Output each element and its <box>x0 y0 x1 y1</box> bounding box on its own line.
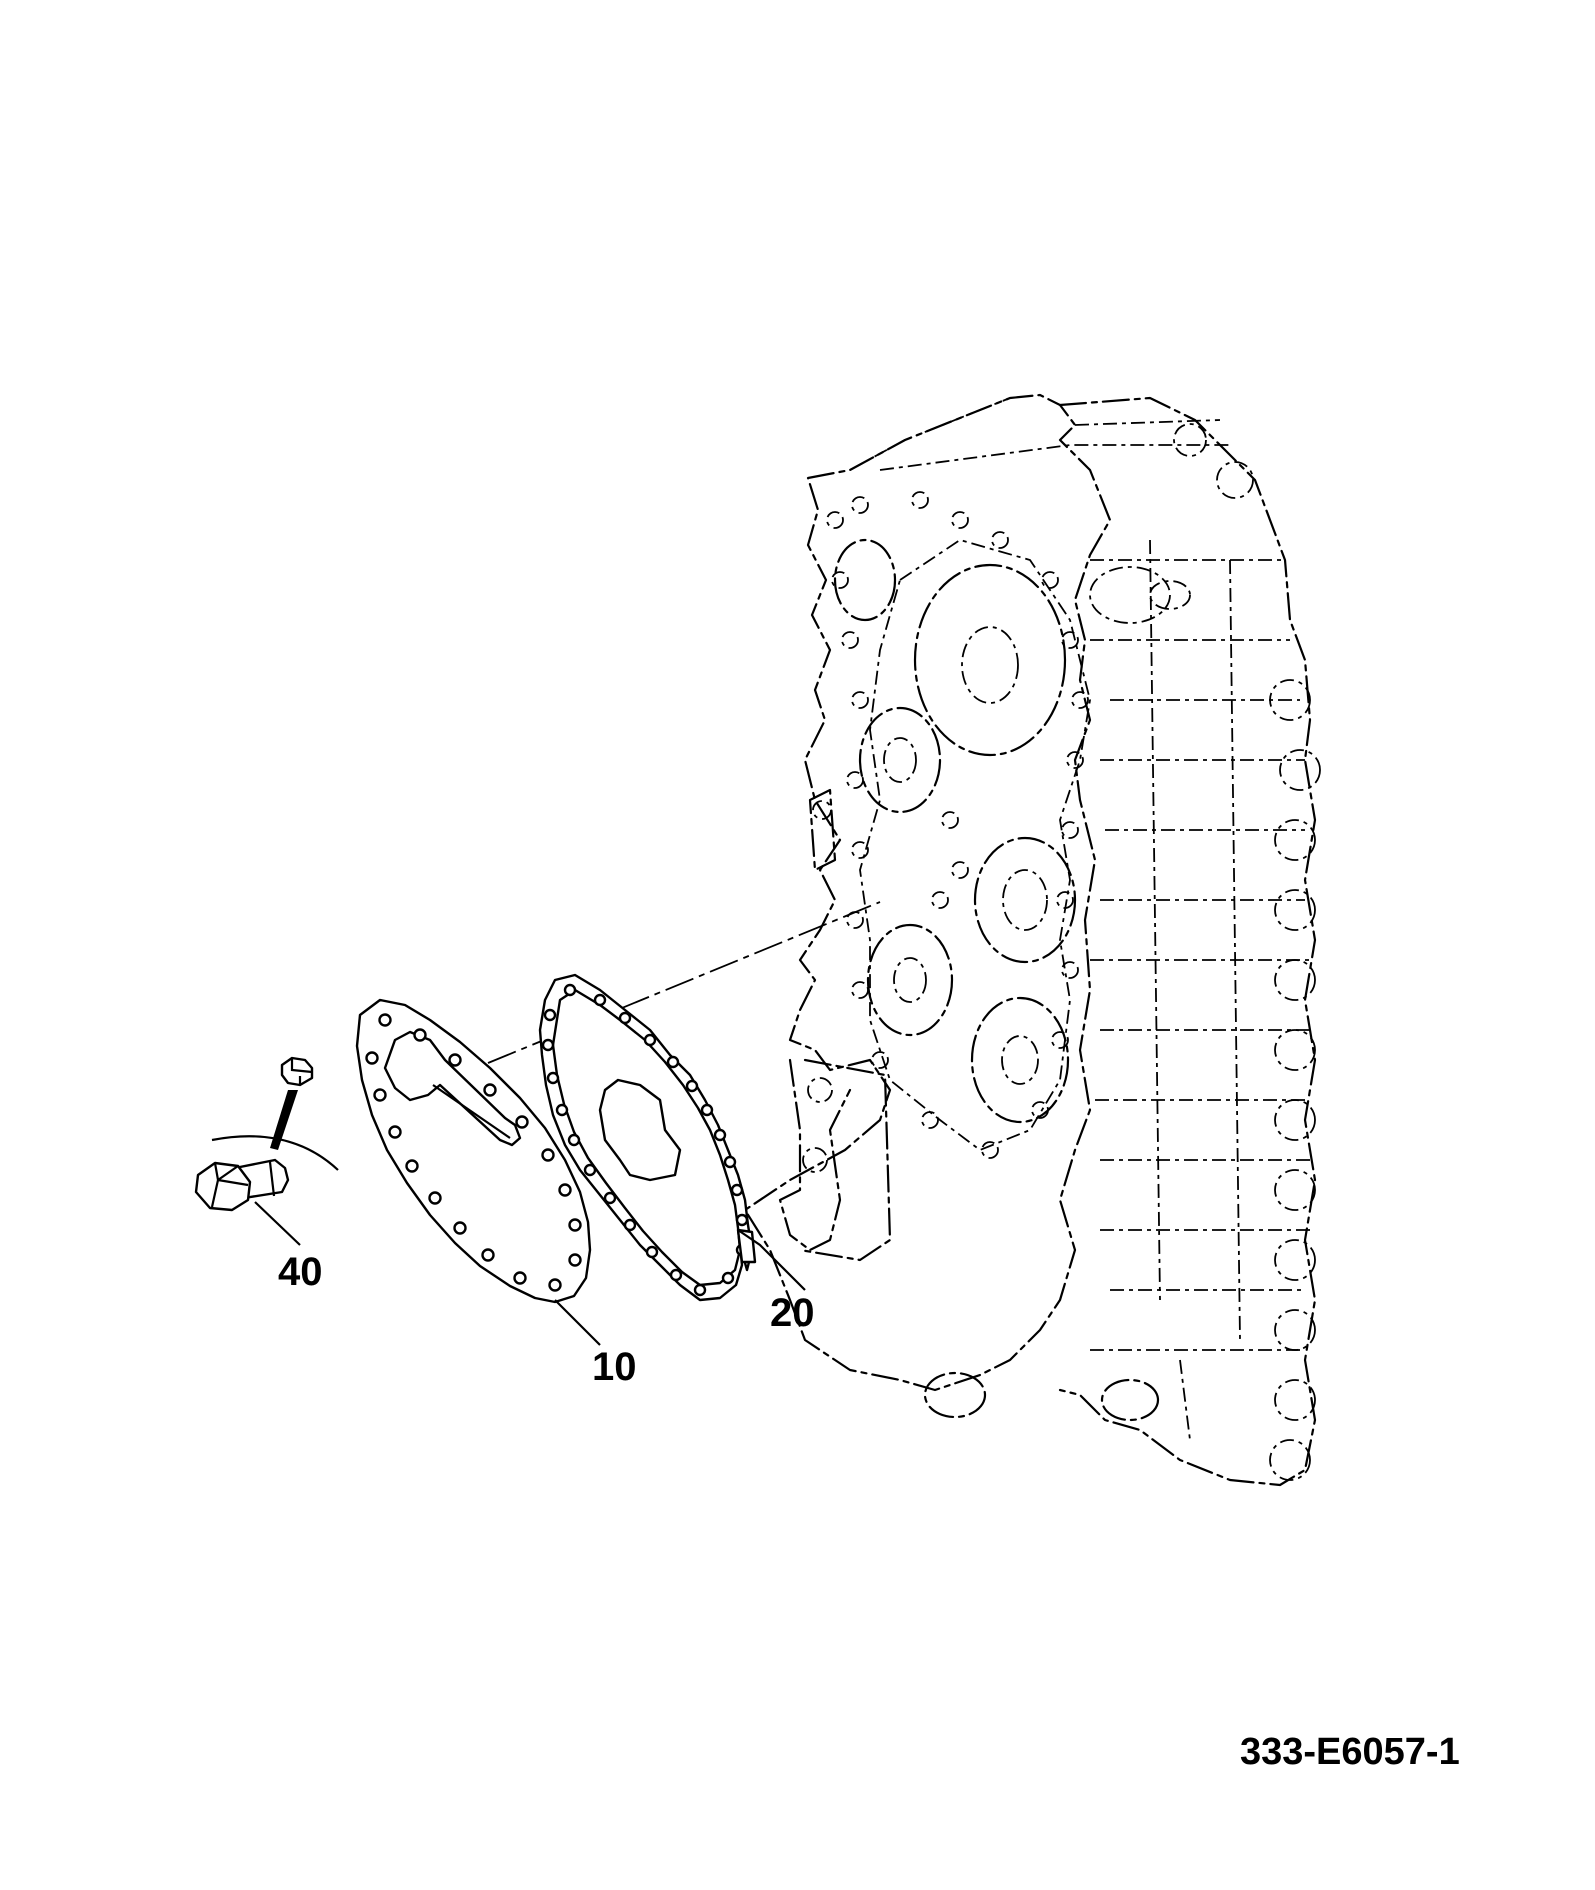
leader-10 <box>554 1299 601 1346</box>
callout-20: 20 <box>770 1291 815 1335</box>
transmission-housing-outline <box>743 393 1321 1487</box>
callout-40: 40 <box>278 1250 323 1294</box>
leader-40 <box>254 1201 301 1246</box>
housing-bearing-bores <box>833 538 1191 1422</box>
figure-reference-number: 333-E6057-1 <box>1240 1731 1460 1773</box>
housing-bolt-bosses <box>1173 423 1321 1481</box>
callout-10: 10 <box>592 1345 637 1389</box>
bolt-part-40 <box>194 1056 339 1212</box>
leader-20 <box>737 1229 806 1291</box>
gasket-part-20 <box>538 973 757 1302</box>
front-face-bolt-holes <box>826 491 1089 1159</box>
cover-plate-part-10 <box>355 998 592 1304</box>
